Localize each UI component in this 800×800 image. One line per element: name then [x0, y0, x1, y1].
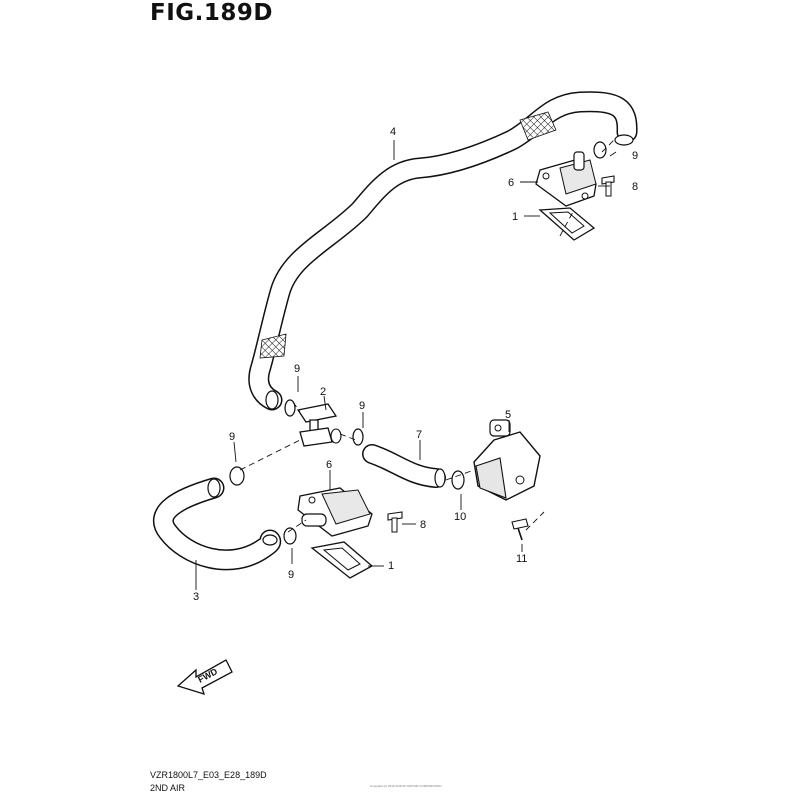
- callout-3: 3: [193, 591, 199, 603]
- screw-11: [511, 518, 529, 541]
- clamp-mid-b: [352, 428, 364, 446]
- callout-2: 2: [320, 386, 326, 398]
- leader-lines: [195, 140, 617, 590]
- callout-7: 7: [416, 429, 422, 441]
- callout-9-mid-b: 9: [359, 400, 365, 412]
- hose-7: [362, 444, 446, 488]
- callout-1-lower: 1: [388, 560, 394, 572]
- joint-2: [296, 403, 342, 447]
- callout-10: 10: [454, 511, 466, 523]
- callout-8-upper: 8: [632, 181, 638, 193]
- reed-valve-cover-upper: [535, 151, 597, 207]
- forward-arrow-icon: FWD: [176, 659, 233, 695]
- callout-9-left: 9: [229, 431, 235, 443]
- bolt-lower: [387, 511, 403, 533]
- copyright-note: Copyright (c) 2016 SUZUKI MOTOR CORPORAT…: [370, 784, 442, 788]
- gasket-upper: [538, 207, 596, 241]
- bolt-upper: [601, 175, 615, 197]
- callout-6-lower: 6: [326, 459, 332, 471]
- callout-6-upper: 6: [508, 177, 514, 189]
- callout-9-lower: 9: [288, 569, 294, 581]
- clamp-lower: [283, 527, 297, 545]
- hose-3: [153, 477, 281, 571]
- callout-1-upper: 1: [512, 211, 518, 223]
- callout-8-lower: 8: [420, 519, 426, 531]
- figure-title: FIG.189D: [150, 0, 273, 26]
- callout-9-mid-a: 9: [294, 363, 300, 375]
- callout-labels: 4 6 1 8 9 9 2 9 9 7 5 10 11 6 8 1 9 3: [193, 126, 638, 603]
- hose-4: [248, 91, 638, 411]
- diagram-name: 2ND AIR: [150, 783, 186, 793]
- clamp-mid-a: [284, 399, 296, 417]
- clamp-10: [451, 470, 465, 490]
- callout-11: 11: [516, 553, 527, 565]
- clamp-left: [229, 466, 245, 486]
- reed-valve-cover-lower: [297, 487, 373, 537]
- diagram-code: VZR1800L7_E03_E28_189D: [150, 770, 267, 780]
- air-valve-5: [473, 419, 541, 501]
- callout-4: 4: [390, 126, 396, 138]
- callout-9-upper: 9: [632, 150, 638, 162]
- assembly-lines: [239, 139, 615, 533]
- callout-5: 5: [505, 409, 511, 421]
- clamp-upper: [593, 141, 607, 159]
- gasket-lower: [310, 541, 374, 579]
